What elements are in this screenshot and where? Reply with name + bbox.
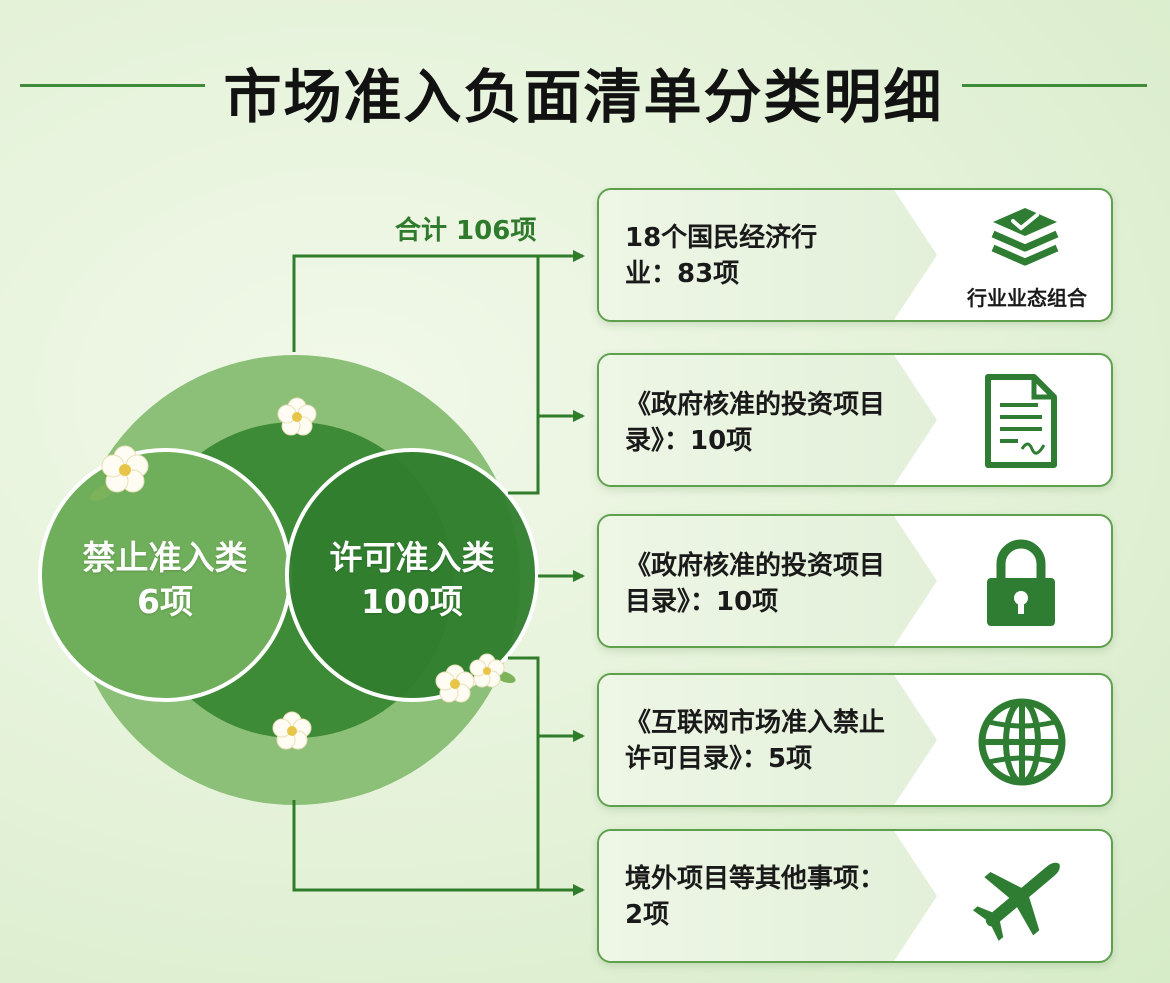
card-line-2: 业：83项: [625, 259, 740, 289]
card-text: 《政府核准的投资项目 录》：10项: [625, 387, 915, 459]
lock-icon: [987, 539, 1055, 626]
card-text: 《互联网市场准入禁止 许可目录》：5项: [625, 705, 915, 777]
flower-icon: [90, 445, 149, 501]
card-line-1: 境外项目等其他事项：: [625, 864, 886, 894]
card-text-panel: [599, 355, 937, 485]
card-icon-area: 行业业态组合: [939, 190, 1111, 320]
permitted-count: 100项: [361, 582, 463, 621]
card-line-1: 18个国民经济行: [625, 223, 818, 253]
document-icon: [985, 374, 1057, 468]
connector-lines: [292, 250, 585, 896]
prohibited-title: 禁止准入类: [82, 538, 248, 577]
permitted-category-label: 许可准入类 100项: [312, 536, 512, 624]
globe-icon: [978, 698, 1066, 786]
total-label: 合计 106项: [395, 216, 537, 246]
category-card-industries: 18个国民经济行 业：83项 行业业态组合: [597, 188, 1113, 322]
flower-icon: [469, 653, 516, 688]
card-line-1: 《互联网市场准入禁止: [625, 708, 886, 738]
card-line-2: 录》：10项: [625, 426, 753, 456]
card-line-2: 目录》：10项: [625, 587, 779, 617]
card-icon-label: 行业业态组合: [967, 286, 1087, 310]
airplane-icon: [972, 862, 1060, 941]
prohibited-count: 6项: [137, 582, 193, 621]
permitted-title: 许可准入类: [329, 538, 495, 577]
card-icon-area: [939, 675, 1111, 805]
category-card-internet: 《互联网市场准入禁止 许可目录》：5项: [597, 673, 1113, 807]
category-card-approval-catalog: 《政府核准的投资项目 目录》：10项: [597, 514, 1113, 648]
title-divider-left: [20, 84, 205, 87]
card-line-1: 《政府核准的投资项目: [625, 390, 886, 420]
card-text-panel: [599, 675, 937, 805]
card-text: 18个国民经济行 业：83项: [625, 220, 915, 292]
card-icon-area: [939, 831, 1111, 961]
card-line-1: 《政府核准的投资项目: [625, 551, 886, 581]
layers-check-icon: [991, 208, 1059, 266]
card-icon-area: [939, 516, 1111, 646]
title-divider-right: [962, 84, 1147, 87]
page-title: 市场准入负面清单分类明细: [223, 63, 944, 131]
category-card-overseas: 境外项目等其他事项： 2项: [597, 829, 1113, 963]
permitted-circle: [285, 448, 539, 702]
card-text-panel: [599, 831, 937, 961]
title-area: 市场准入负面清单分类明细: [0, 40, 1170, 140]
category-card-investment: 《政府核准的投资项目 录》：10项: [597, 353, 1113, 487]
prohibited-category-label: 禁止准入类 6项: [65, 536, 265, 624]
card-text-panel: [599, 190, 937, 320]
flower-icon: [272, 711, 312, 750]
card-text: 《政府核准的投资项目 目录》：10项: [625, 548, 915, 620]
flower-icon: [277, 397, 317, 436]
flower-icon: [435, 664, 475, 703]
card-text-panel: [599, 516, 937, 646]
card-line-2: 2项: [625, 900, 670, 930]
card-icon-area: [939, 355, 1111, 485]
card-text: 境外项目等其他事项： 2项: [625, 861, 915, 933]
card-line-2: 许可目录》：5项: [625, 744, 813, 774]
